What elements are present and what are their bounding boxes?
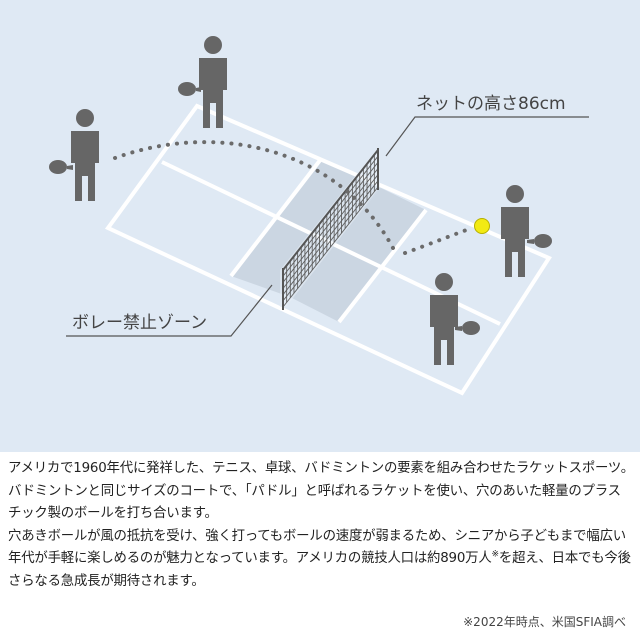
description-paragraph-2-end: を超え、日本でも今後さらなる急成長が期待されます。 [8,551,631,589]
player-figure [178,36,227,128]
net-icon [280,148,380,310]
description-text: アメリカで1960年代に発祥した、テニス、卓球、バドミントンの要素を組み合わせた… [8,458,634,594]
paddle-icon [178,82,201,96]
net-height-leader-line [385,116,589,157]
ball-trajectory [403,226,474,255]
ball-icon [474,218,490,234]
ball-trajectory [113,140,395,250]
pickleball-court-diagram: ネットの高さ86cm ボレー禁止ゾーン [0,0,640,452]
player-figure [501,185,552,277]
net-height-label: ネットの高さ86cm [416,94,566,114]
description-paragraph-1: アメリカで1960年代に発祥した、テニス、卓球、バドミントンの要素を組み合わせた… [8,461,634,522]
description-paragraph-2-text: 穴あきボールが風の抵抗を受け、強く打ってもボールの速度が弱まるため、シニアから子… [8,528,626,567]
description-paragraph-2: 穴あきボールが風の抵抗を受け、強く打ってもボールの速度が弱まるため、シニアから子… [8,526,634,594]
no-volley-zone-leader-line [66,284,273,337]
no-volley-zone-label: ボレー禁止ゾーン [72,313,207,333]
paddle-icon [49,160,73,174]
paddle-icon [455,321,480,335]
player-figure [49,109,99,201]
footnote: ※2022年時点、米国SFIA調べ [463,615,626,629]
player-figure [430,273,480,365]
footnote-mark: ※ [491,549,500,560]
paddle-icon [527,234,552,248]
